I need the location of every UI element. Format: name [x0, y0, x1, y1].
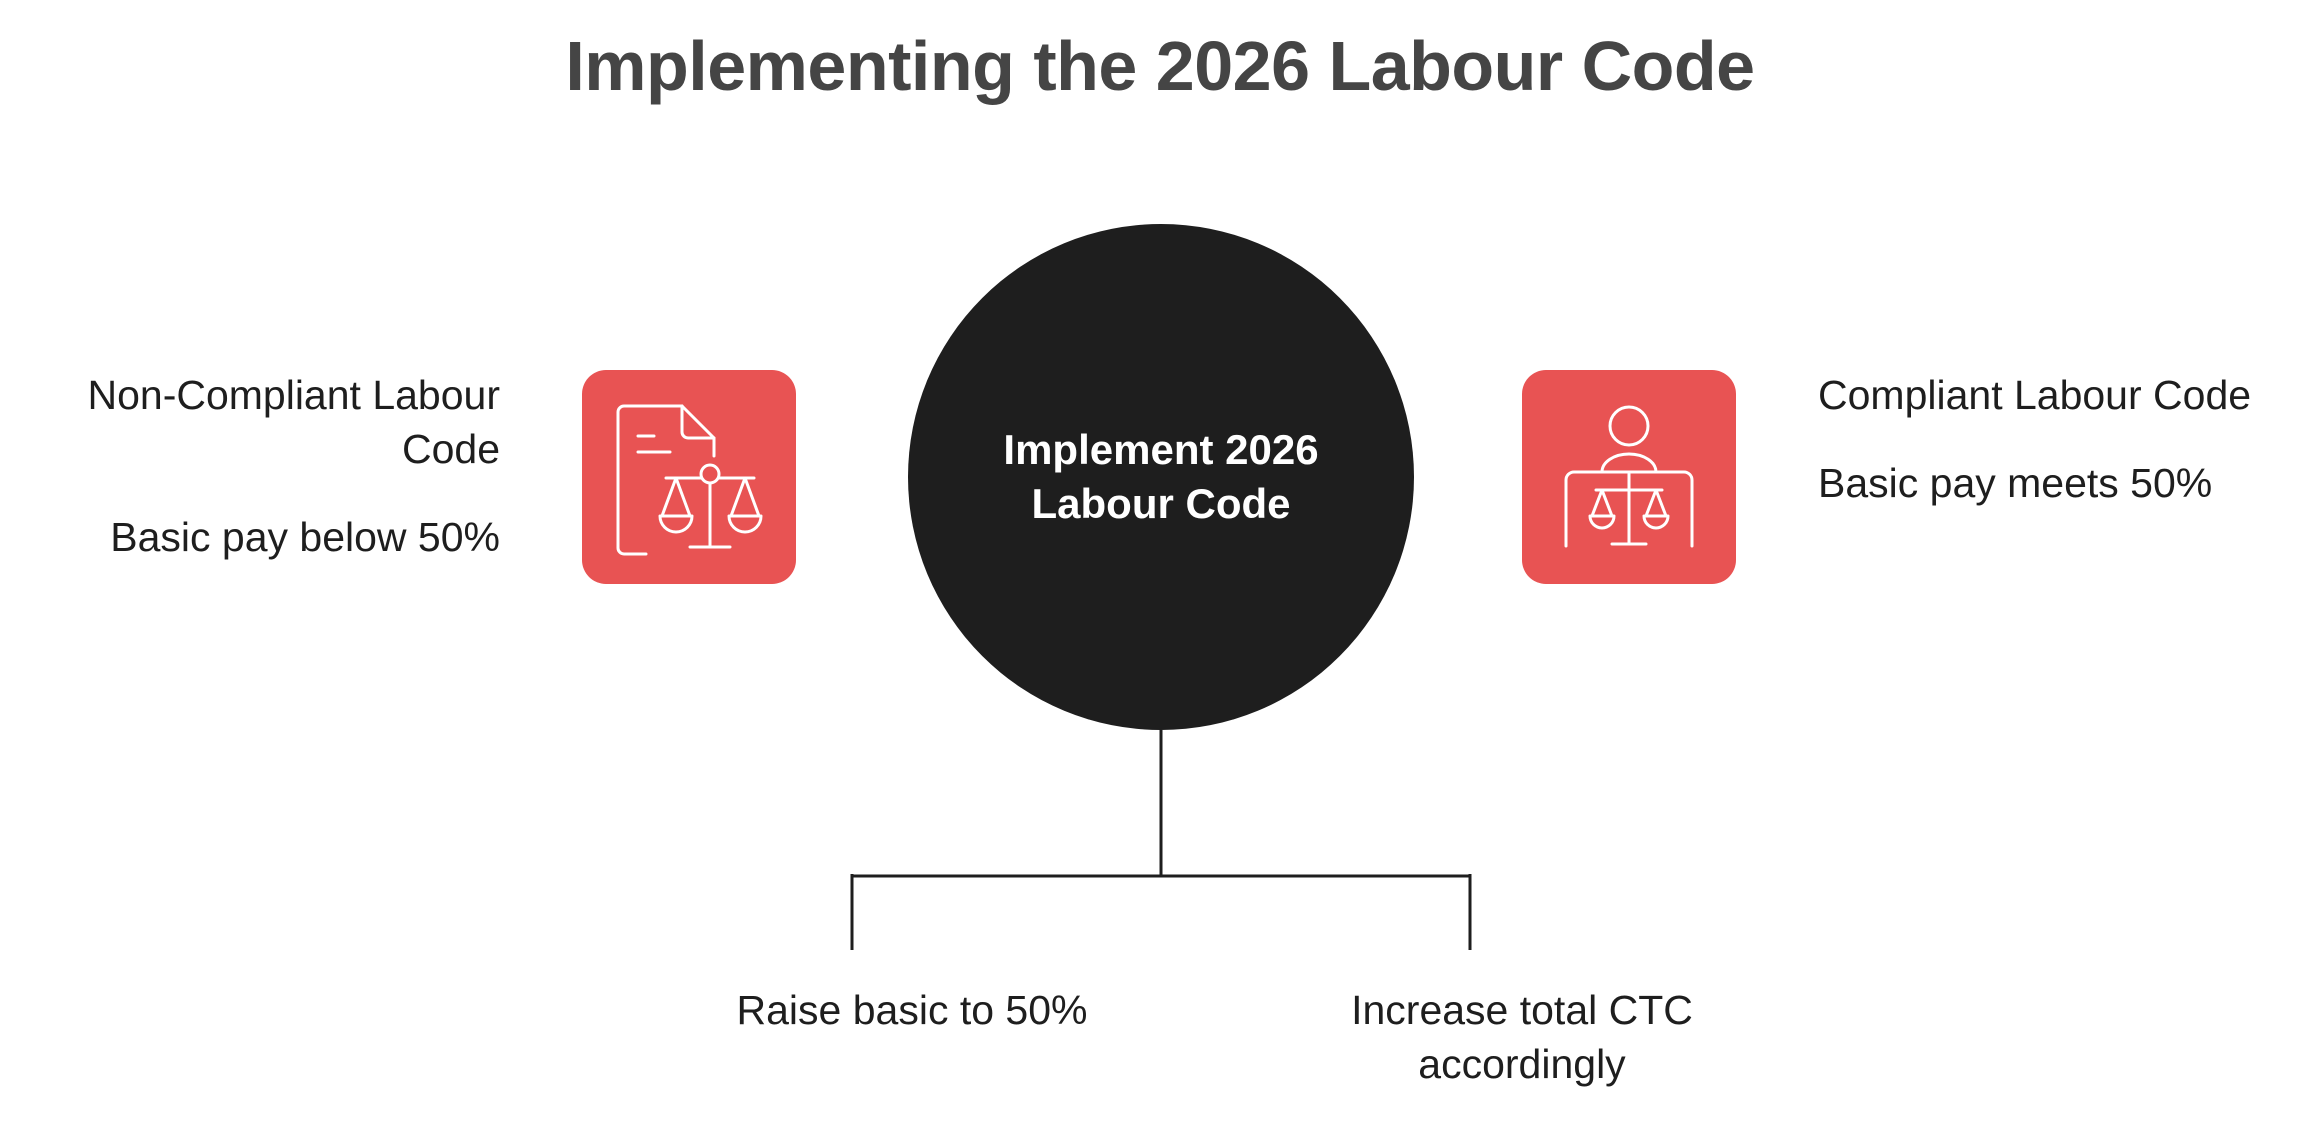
judge-scales-icon	[1564, 405, 1694, 548]
left-option-detail: Basic pay below 50%	[110, 514, 500, 560]
document-scales-icon	[616, 404, 763, 556]
left-option-title-line1: Non-Compliant Labour	[87, 372, 500, 418]
branch-right-line2: accordingly	[1418, 1041, 1626, 1087]
left-option-icon-box	[582, 370, 796, 584]
right-option-detail: Basic pay meets 50%	[1818, 460, 2213, 506]
branch-right-line1: Increase total CTC	[1351, 987, 1693, 1033]
hub-label: Implement 2026 Labour Code	[1003, 426, 1319, 527]
branch-right-label: Increase total CTC accordingly	[1262, 983, 1782, 1091]
branch-left-line1: Raise basic to 50%	[736, 987, 1088, 1033]
right-option-icon-box	[1522, 370, 1736, 584]
diagram-title: Implementing the 2026 Labour Code	[565, 27, 1755, 105]
left-option-title-line2: Code	[401, 426, 500, 472]
left-option-text: Non-Compliant Labour Code Basic pay belo…	[0, 368, 500, 564]
right-option-title: Compliant Labour Code	[1818, 372, 2252, 418]
right-option-text: Compliant Labour Code Basic pay meets 50…	[1818, 368, 2318, 510]
central-hub: Implement 2026 Labour Code	[908, 224, 1414, 730]
branch-left-label: Raise basic to 50%	[652, 983, 1172, 1037]
